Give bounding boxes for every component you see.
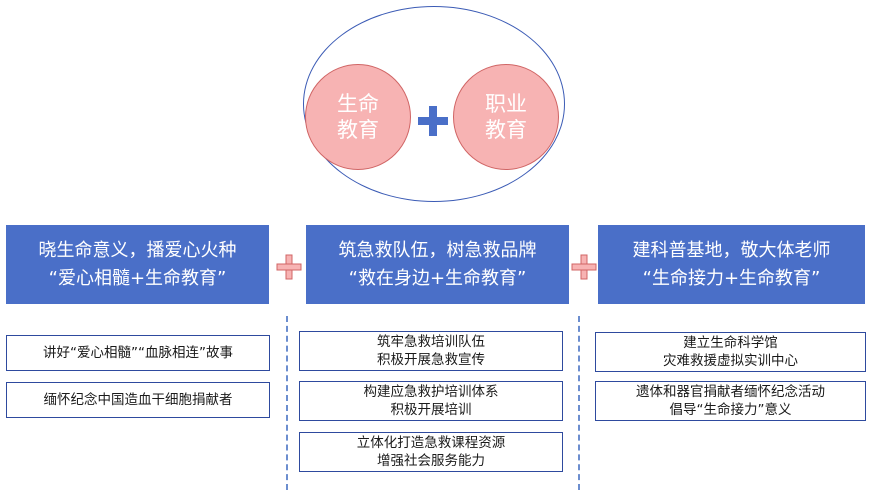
item-text: 积极开展培训 bbox=[390, 402, 472, 418]
column-header-3: 建科普基地，敬大体老师 “生命接力+生命教育” bbox=[598, 225, 865, 304]
life-education-circle: 生命 教育 bbox=[305, 64, 411, 170]
header-title: 筑急救队伍，树急救品牌 bbox=[338, 239, 537, 261]
plus-icon bbox=[571, 254, 597, 280]
list-item: 筑牢急救培训队伍 积极开展急救宣传 bbox=[299, 331, 563, 371]
list-item: 讲好“爱心相髓”“血脉相连”故事 bbox=[6, 335, 270, 371]
vocational-education-circle: 职业 教育 bbox=[453, 64, 559, 170]
list-item: 建立生命科学馆 灾难救援虚拟实训中心 bbox=[595, 332, 866, 372]
item-text: 灾难救援虚拟实训中心 bbox=[663, 353, 798, 369]
list-item: 缅怀纪念中国造血干细胞捐献者 bbox=[6, 382, 270, 418]
header-title: 建科普基地，敬大体老师 bbox=[632, 239, 831, 261]
item-text: 遗体和器官捐献者缅怀纪念活动 bbox=[636, 384, 825, 400]
list-item: 构建应急救护培训体系 积极开展培训 bbox=[299, 381, 563, 421]
column-header-1: 晓生命意义，播爱心火种 “爱心相髓+生命教育” bbox=[6, 225, 269, 304]
list-item: 遗体和器官捐献者缅怀纪念活动 倡导“生命接力”意义 bbox=[595, 381, 866, 421]
column-divider bbox=[286, 316, 288, 490]
item-text: 筑牢急救培训队伍 bbox=[377, 334, 485, 350]
item-text: 讲好“爱心相髓”“血脉相连”故事 bbox=[43, 345, 233, 361]
header-subtitle: “生命接力+生命教育” bbox=[642, 267, 821, 289]
item-text: 建立生命科学馆 bbox=[683, 335, 778, 351]
item-text: 缅怀纪念中国造血干细胞捐献者 bbox=[43, 392, 233, 408]
header-subtitle: “救在身边+生命教育” bbox=[348, 267, 527, 289]
plus-icon bbox=[418, 106, 448, 136]
item-text: 增强社会服务能力 bbox=[377, 453, 485, 469]
item-text: 立体化打造急救课程资源 bbox=[356, 435, 506, 451]
list-item: 立体化打造急救课程资源 增强社会服务能力 bbox=[299, 432, 563, 472]
column-header-2: 筑急救队伍，树急救品牌 “救在身边+生命教育” bbox=[306, 225, 569, 304]
plus-icon bbox=[276, 254, 302, 280]
header-subtitle: “爱心相髓+生命教育” bbox=[48, 267, 227, 289]
item-text: 构建应急救护培训体系 bbox=[363, 384, 499, 400]
item-text: 倡导“生命接力”意义 bbox=[669, 402, 792, 418]
center-oval bbox=[303, 6, 565, 202]
column-divider bbox=[578, 316, 580, 490]
header-title: 晓生命意义，播爱心火种 bbox=[38, 239, 237, 261]
item-text: 积极开展急救宣传 bbox=[377, 352, 485, 368]
